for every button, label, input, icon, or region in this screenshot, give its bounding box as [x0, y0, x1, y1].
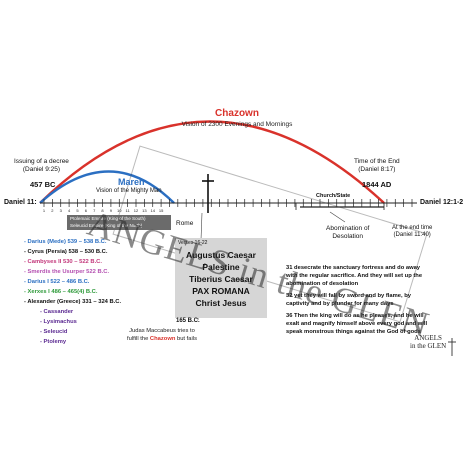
- start-year: 457 BC: [30, 180, 56, 189]
- timeline-ticks: [43, 199, 413, 207]
- rome-label: Rome: [176, 220, 194, 227]
- end-year: 1844 AD: [362, 180, 392, 189]
- end-time-line1: At the end time: [392, 225, 433, 231]
- timeline-tick-label: 2: [51, 208, 54, 213]
- verses-line: Christ Jesus: [195, 298, 247, 308]
- verse-line: exalt and magnify himself above every go…: [286, 321, 428, 327]
- abomination-line2: Desolation: [332, 233, 364, 240]
- maccabeus-line1: Judas Maccabeus tries to: [129, 328, 195, 334]
- abomination-pointer: [329, 211, 346, 223]
- verse-line: 31 desecrate the sanctuary fortress and …: [286, 265, 421, 271]
- abomination-label: Abomination of Desolation: [326, 225, 369, 241]
- chazown-title: Chazown: [215, 108, 259, 119]
- logo-small-line1: ANGELS: [414, 334, 442, 342]
- timeline-tick-label: 4: [68, 208, 71, 213]
- king-item: - Darius (Mede) 539 – 538 B.C.: [24, 239, 107, 245]
- timeline-tick-label: 13: [142, 208, 147, 213]
- timeline-tick-label: 8: [101, 208, 104, 213]
- maccabeus-highlight: Chazown: [149, 336, 176, 342]
- end-label-line2: (Daniel 8:17): [358, 166, 396, 173]
- bc165-label: 165 B.C.: [176, 318, 200, 324]
- verse-line: 36 Then the king will do as he pleases, …: [286, 313, 424, 319]
- timeline-tick-label: 15: [159, 208, 164, 213]
- mareh-title: Mareh: [118, 177, 145, 187]
- successor-item: - Lysimachus: [40, 319, 77, 325]
- successor-item: - Ptolemy: [40, 339, 67, 345]
- king-item: - Darius I 522 – 486 B.C.: [24, 279, 90, 285]
- logo-small-line2: in the GLEN: [410, 342, 447, 350]
- timeline-left-label: Daniel 11:: [4, 199, 37, 206]
- empires-line1: Ptolemaic Empire (King of the South): [70, 216, 146, 221]
- end-label: Time of the End (Daniel 8:17): [354, 158, 400, 174]
- end-time-line2: (Daniel 11:40): [393, 232, 431, 238]
- verse-line: 32 yet they will fall by sword and by fl…: [286, 293, 411, 299]
- king-item: - Smerdis the Usurper 522 B.C.: [24, 269, 110, 275]
- timeline-tick-label: 10: [117, 208, 122, 213]
- verse-line: abomination of desolation: [286, 281, 359, 287]
- timeline-tick-label: 9: [110, 208, 113, 213]
- decree-label-line1: Issuing of a decree: [14, 158, 69, 165]
- successor-item: - Seleucid: [40, 329, 68, 335]
- chazown-arc: [39, 120, 385, 204]
- verses-line: PAX ROMANA: [192, 286, 250, 296]
- small-cross-icon: [448, 338, 456, 356]
- successor-item: - Cassander: [40, 309, 74, 315]
- king-item: - Cyrus (Persia) 538 – 530 B.C.: [24, 249, 108, 255]
- empires-line2: Seleucid Empire (King of the North): [70, 223, 143, 228]
- timeline-right-label: Daniel 12:1-2: [420, 199, 464, 206]
- end-label-line1: Time of the End: [354, 158, 400, 165]
- timeline-tick-label: 1: [43, 208, 46, 213]
- verse-line: speak monstrous things against the God o…: [286, 329, 421, 335]
- verses-line: Augustus Caesar: [186, 250, 256, 260]
- timeline-tick-label: 5: [76, 208, 79, 213]
- timeline-tick-label: 6: [85, 208, 88, 213]
- chazown-subtitle: Vision of 2300 Evenings and Mornings: [181, 121, 293, 128]
- king-item: - Alexander (Greece) 331 – 324 B.C.: [24, 299, 122, 305]
- timeline-tick-label: 12: [134, 208, 139, 213]
- king-item: - Xerxes I 486 – 465(4) B.C.: [24, 289, 98, 295]
- verse-line: captivity and by plunder for many days: [286, 301, 394, 307]
- verses-line: Tiberius Caesar: [189, 274, 253, 284]
- church-state-label: Church/State: [316, 193, 351, 199]
- king-item: - Cambyses II 530 – 522 B.C.: [24, 259, 102, 265]
- empires-box: Ptolemaic Empire (King of the South) Sel…: [67, 215, 171, 230]
- decree-label: Issuing of a decree (Daniel 9:25): [14, 158, 69, 174]
- decree-label-line2: (Daniel 9:25): [22, 166, 61, 173]
- timeline-tick-label: 7: [93, 208, 96, 213]
- maccabeus-note: Judas Maccabeus tries to fulfill the Cha…: [82, 327, 242, 343]
- mareh-arc: [39, 170, 175, 204]
- mareh-subtitle: Vision of the Mighty Man: [96, 188, 162, 194]
- timeline-tick-label: 11: [126, 208, 131, 213]
- logo-small: ANGELS in the GLEN: [410, 334, 446, 350]
- verses-label: Verses 16-22: [178, 240, 208, 246]
- maccabeus-line2: fulfill the Chazown but fails: [82, 335, 242, 343]
- timeline-tick-label: 14: [151, 208, 156, 213]
- verses-box: [175, 238, 267, 318]
- end-time-label: At the end time (Daniel 11:40): [392, 225, 432, 239]
- timeline-tick-label: 3: [60, 208, 63, 213]
- abomination-line1: Abomination of: [326, 225, 370, 232]
- maccabeus-prefix: fulfill the: [127, 336, 150, 342]
- cross-icon: [202, 174, 214, 213]
- verses-line: Palestine: [202, 262, 240, 272]
- maccabeus-suffix: but fails: [175, 336, 197, 342]
- verse-line: with the regular sacrifice. And they wil…: [286, 273, 423, 279]
